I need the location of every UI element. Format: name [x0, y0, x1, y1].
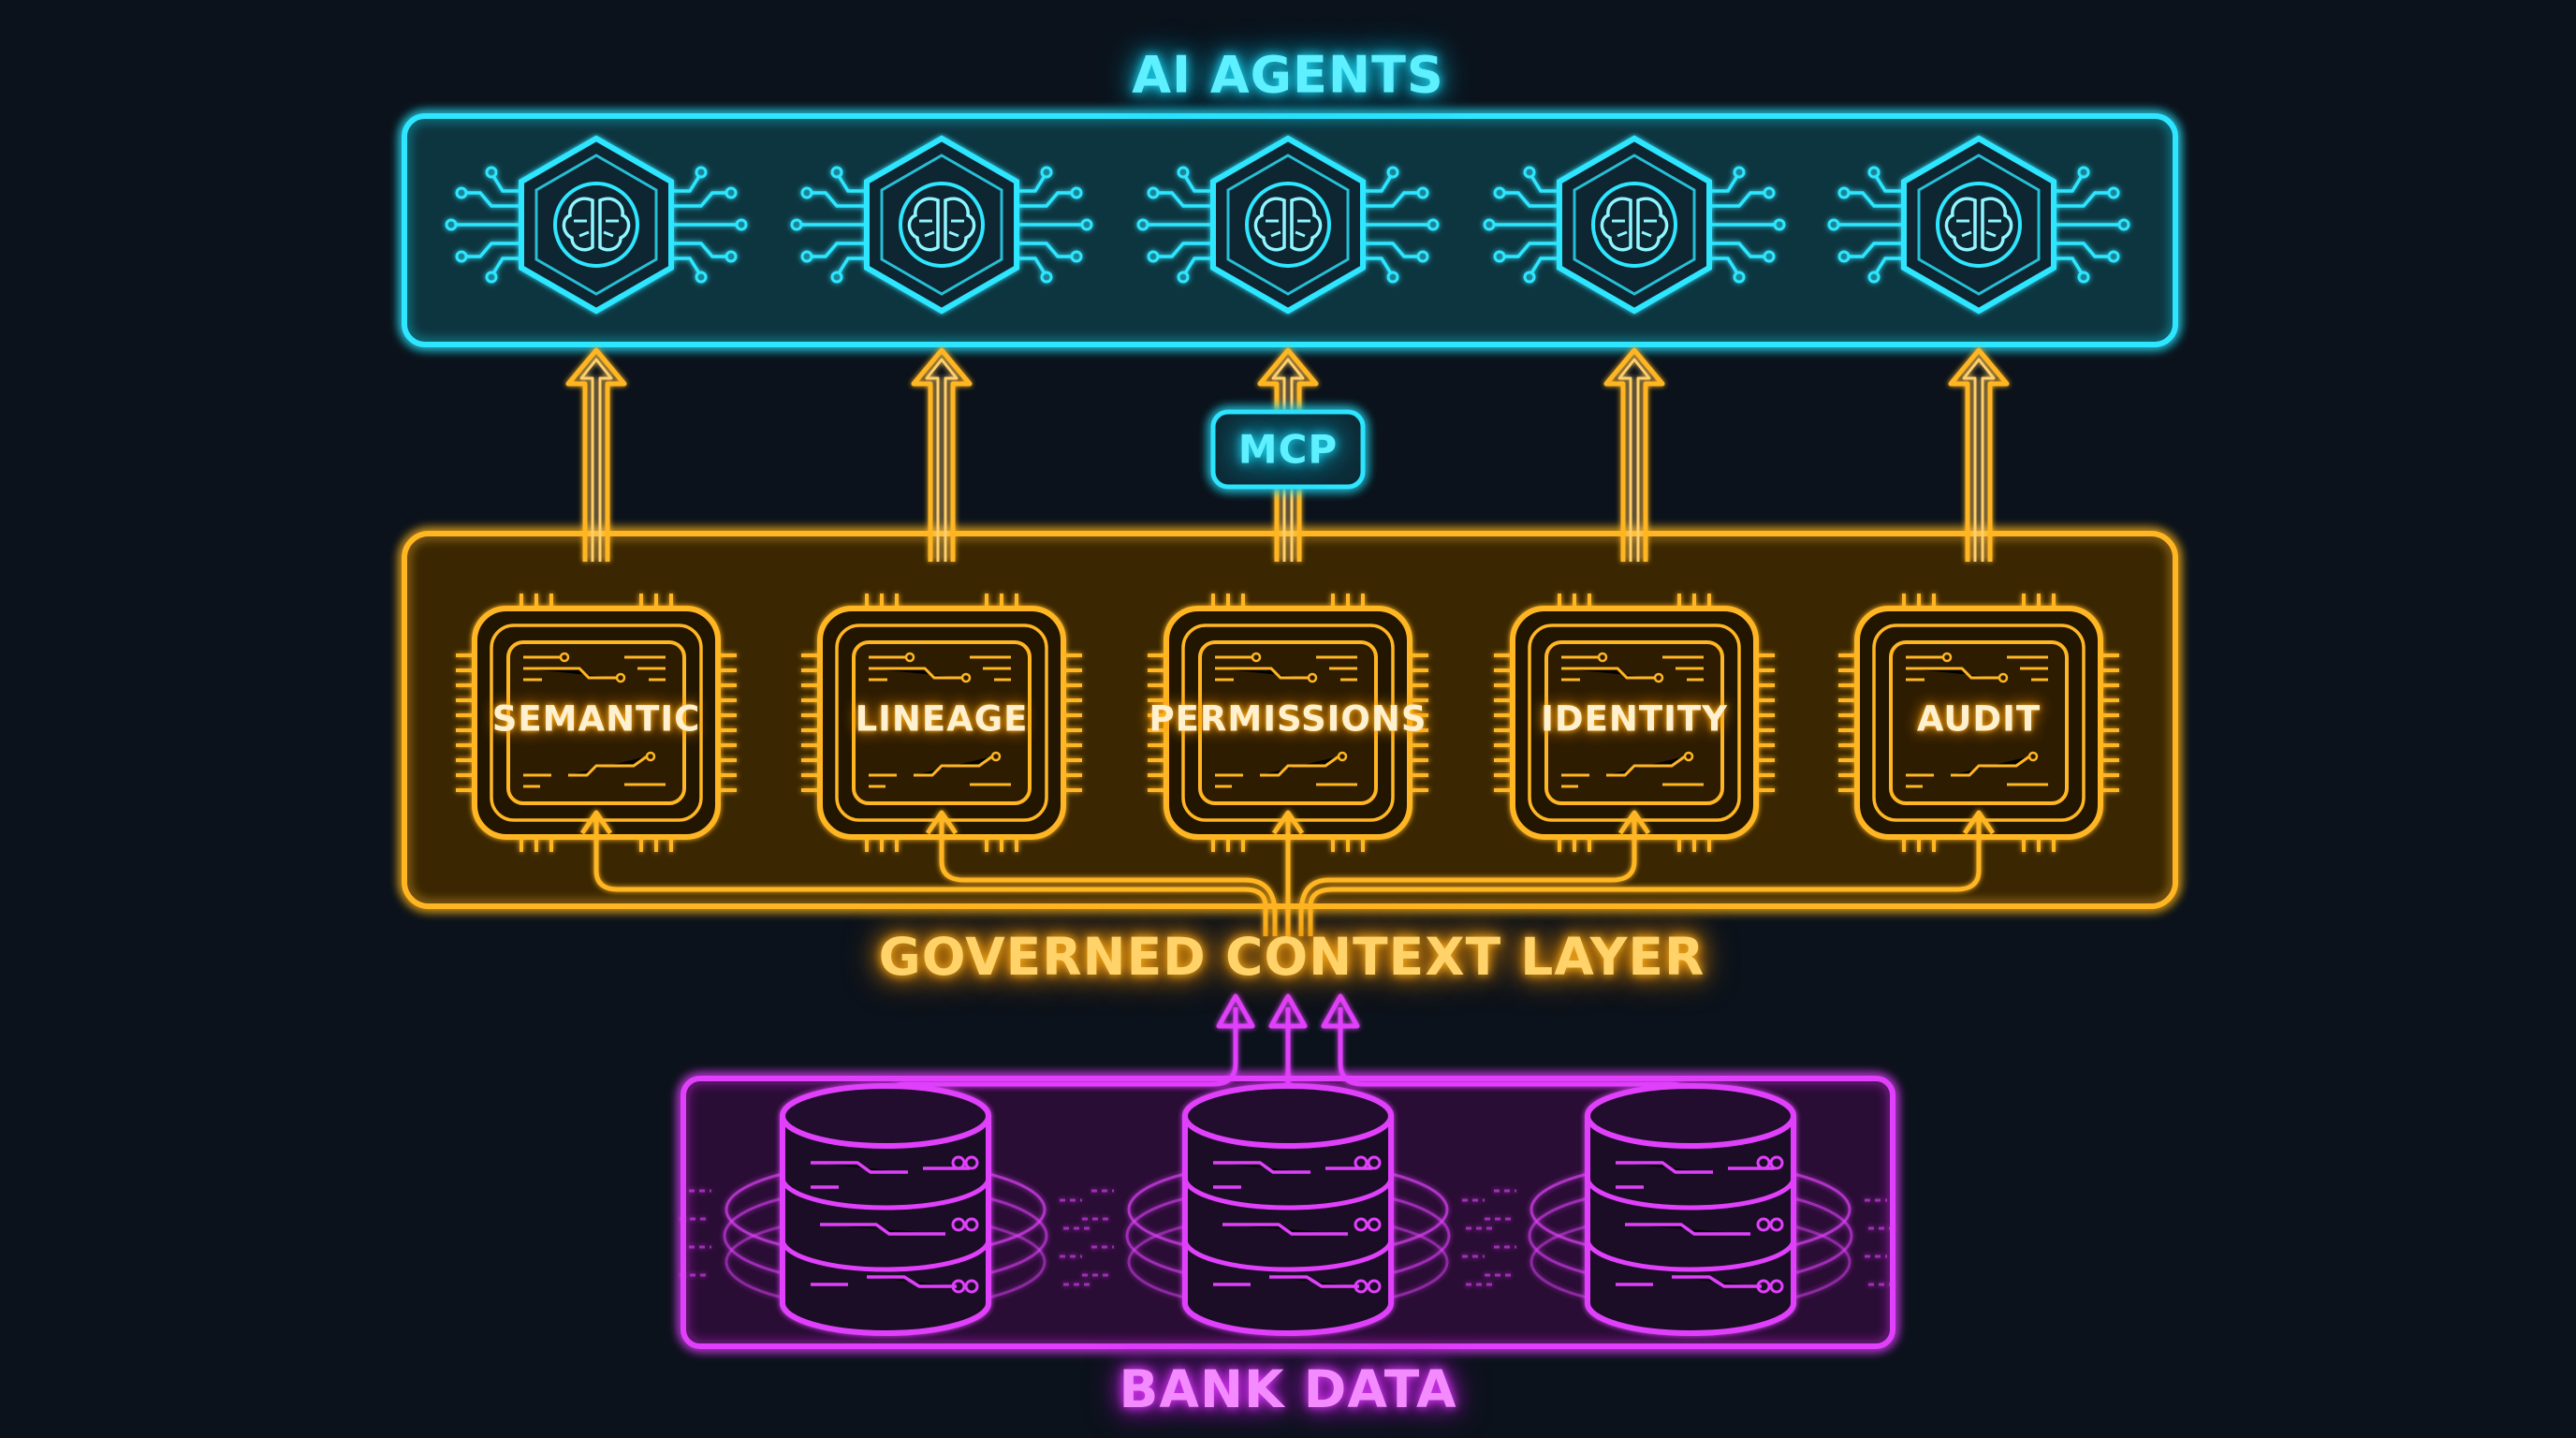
mcp-badge [1210, 409, 1366, 490]
module-label-audit: AUDIT [1916, 698, 2042, 740]
ai-agents-title: AI AGENTS [1132, 45, 1444, 105]
module-label-semantic: SEMANTIC [491, 698, 701, 740]
bank-data-title: BANK DATA [1119, 1359, 1457, 1419]
module-label-permissions: PERMISSIONS [1149, 698, 1427, 740]
databases [680, 1086, 1896, 1333]
mcp-label: MCP [1237, 426, 1339, 473]
arrow-up-icon [1951, 350, 2007, 562]
arrow-up-icon [1606, 350, 1662, 562]
distribution-lines [579, 810, 1996, 936]
arrow-up-icon [568, 350, 624, 562]
governed-context-layer-title: GOVERNED CONTEXT LAYER [878, 927, 1705, 987]
arrow-up-icon [914, 350, 970, 562]
module-label-lineage: LINEAGE [855, 698, 1029, 740]
module-label-identity: IDENTITY [1541, 698, 1728, 740]
